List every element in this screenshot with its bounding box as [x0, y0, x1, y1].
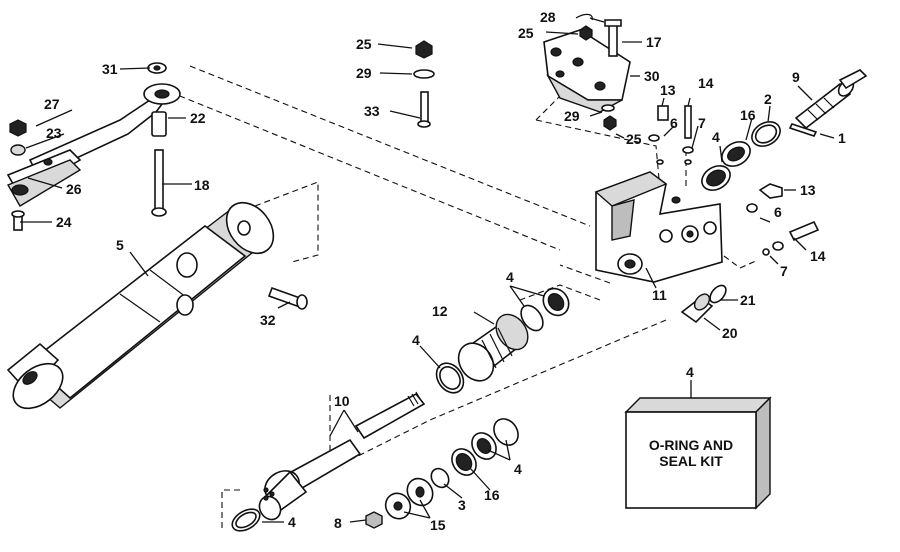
- callout-25: 25: [518, 25, 534, 41]
- kit-line1: O-RING AND: [649, 437, 733, 453]
- callout-4: 4: [712, 129, 720, 145]
- shaft-9: [701, 69, 868, 191]
- callout-15: 15: [430, 517, 446, 533]
- piston-rod-10: [231, 391, 426, 532]
- bolt-32: [267, 286, 308, 310]
- callout-4: 4: [288, 514, 296, 530]
- seal-kit-box: O-RING AND SEAL KIT: [624, 396, 772, 510]
- callout-10: 10: [334, 393, 350, 409]
- bolt-22-18: [151, 111, 167, 217]
- callout-6: 6: [670, 115, 678, 131]
- callout-4-kit: 4: [686, 364, 694, 380]
- callout-25: 25: [356, 36, 372, 52]
- bracket-30: [543, 13, 631, 131]
- callout-28: 28: [540, 9, 556, 25]
- callout-16: 16: [740, 107, 756, 123]
- callout-6: 6: [774, 204, 782, 220]
- lower-seals: [365, 418, 519, 529]
- callout-22: 22: [190, 110, 206, 126]
- callout-labels: 31 25 29 33 28 25 17 30 29 25 13 14 6 7 …: [44, 9, 846, 533]
- callout-29: 29: [564, 108, 580, 124]
- callout-32: 32: [260, 312, 276, 328]
- cylinder-body: [6, 201, 275, 410]
- callout-13: 13: [800, 182, 816, 198]
- callout-3: 3: [458, 497, 466, 513]
- callout-12: 12: [432, 303, 448, 319]
- callout-25: 25: [626, 131, 642, 147]
- callout-9: 9: [792, 69, 800, 85]
- bolt-33-stack: [413, 40, 435, 128]
- callout-27: 27: [44, 96, 60, 112]
- callout-2: 2: [764, 91, 772, 107]
- callout-20: 20: [722, 325, 738, 341]
- callout-24: 24: [56, 214, 72, 230]
- callout-26: 26: [66, 181, 82, 197]
- callout-1: 1: [838, 130, 846, 146]
- callout-31: 31: [102, 61, 118, 77]
- callout-14: 14: [698, 75, 714, 91]
- leader-lines: [20, 17, 835, 523]
- callout-7: 7: [698, 115, 706, 131]
- callout-18: 18: [194, 177, 210, 193]
- piston-12: [435, 287, 570, 394]
- nuts-left: [9, 119, 27, 231]
- callout-8: 8: [334, 515, 342, 531]
- callout-4: 4: [514, 461, 522, 477]
- callout-23: 23: [46, 125, 62, 141]
- callout-11: 11: [652, 287, 667, 303]
- callout-5: 5: [116, 237, 124, 253]
- callout-33: 33: [364, 103, 380, 119]
- callout-30: 30: [644, 68, 660, 84]
- kit-line2: SEAL KIT: [659, 453, 723, 469]
- callout-4: 4: [506, 269, 514, 285]
- callout-21: 21: [740, 292, 756, 308]
- callout-13: 13: [660, 82, 676, 98]
- callout-16: 16: [484, 487, 500, 503]
- callout-4: 4: [412, 332, 420, 348]
- callout-14: 14: [810, 248, 826, 264]
- fitting-20: [680, 284, 727, 324]
- callout-7: 7: [780, 263, 788, 279]
- callout-29: 29: [356, 65, 372, 81]
- callout-17: 17: [646, 34, 662, 50]
